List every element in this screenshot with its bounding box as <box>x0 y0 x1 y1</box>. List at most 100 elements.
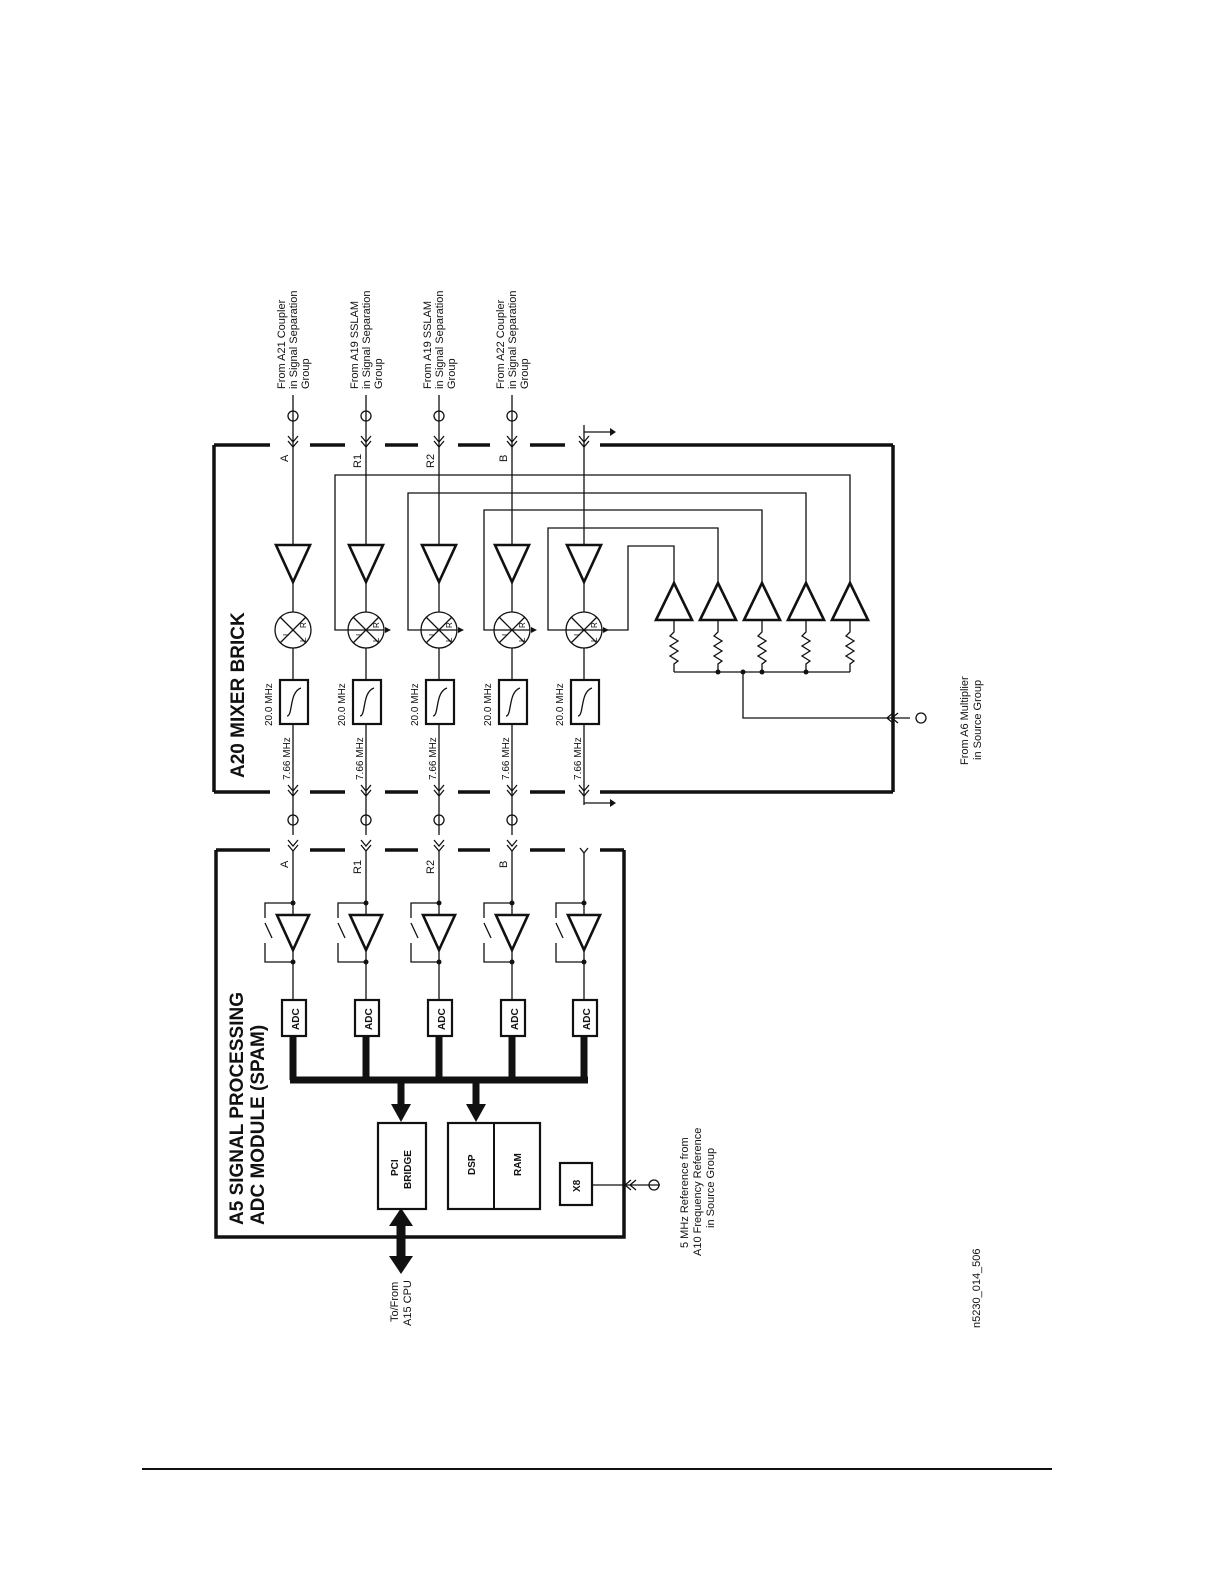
lowpass-filter-b <box>497 678 529 726</box>
source-label-r2: From A19 SSLAM in Signal Separation Grou… <box>422 291 458 389</box>
mixer-title: A20 MIXER BRICK <box>228 612 249 778</box>
svg-text:PCI: PCI <box>390 1159 401 1176</box>
svg-text:in Source Group: in Source Group <box>972 680 984 760</box>
spam-title-line2: ADC MODULE (SPAM) <box>248 1025 269 1225</box>
spam-amplifier-r1 <box>347 913 385 954</box>
amplifier-r1 <box>346 543 386 586</box>
svg-text:A15 CPU: A15 CPU <box>402 1280 414 1326</box>
svg-text:R: R <box>518 622 527 628</box>
svg-text:From A22 Coupler: From A22 Coupler <box>495 299 507 389</box>
lo-amplifier-5 <box>829 580 871 622</box>
channel-r2: R I L 20.0 MHz 7.66 MHz R2 R2 ADC <box>410 395 459 1080</box>
svg-text:in Signal Separation: in Signal Separation <box>507 291 519 389</box>
lowpass-filter-r2 <box>424 678 456 726</box>
channel-5: R I L 20.0 MHz 7.66 MHz ADC <box>555 425 616 1080</box>
svg-text:Group: Group <box>446 358 458 389</box>
figure-id: n5230_014_506 <box>971 1248 983 1328</box>
spam-module: A5 SIGNAL PROCESSING ADC MODULE (SPAM) <box>214 848 626 1239</box>
svg-text:ADC: ADC <box>582 1008 593 1030</box>
spam-port-label-b: B <box>498 861 510 868</box>
svg-text:in Source Group: in Source Group <box>705 1148 717 1228</box>
svg-text:R: R <box>299 622 308 628</box>
amplifier-5 <box>564 543 604 586</box>
svg-text:L: L <box>518 637 527 642</box>
svg-text:Group: Group <box>519 358 531 389</box>
svg-text:From A19 SSLAM: From A19 SSLAM <box>349 301 361 389</box>
svg-text:in Signal Separation: in Signal Separation <box>434 291 446 389</box>
spam-amplifier-b <box>493 913 531 954</box>
svg-text:20.0 MHz: 20.0 MHz <box>264 683 275 726</box>
reference-label: 5 MHz Reference from A10 Frequency Refer… <box>679 1128 717 1256</box>
svg-text:7.66 MHz: 7.66 MHz <box>282 737 293 780</box>
channel-r1: R I L 20.0 MHz 7.66 MHz R1 R1 ADC <box>337 395 386 1080</box>
source-label-r1: From A19 SSLAM in Signal Separation Grou… <box>349 291 385 389</box>
lo-amplifier-1 <box>653 580 695 622</box>
mixer-port-label-b: B <box>498 455 510 462</box>
svg-text:ADC: ADC <box>291 1008 302 1030</box>
pci-bridge-block <box>376 1121 428 1211</box>
lowpass-filter-5 <box>569 678 601 726</box>
svg-text:A10 Frequency Reference: A10 Frequency Reference <box>692 1128 704 1256</box>
lowpass-filter-a <box>278 678 310 726</box>
adc-a <box>280 998 308 1038</box>
ram-label: RAM <box>513 1153 524 1176</box>
adc-r2 <box>426 998 454 1038</box>
spam-port-label-r2: R2 <box>425 860 437 874</box>
svg-text:in Signal Separation: in Signal Separation <box>288 291 300 389</box>
svg-text:L: L <box>372 637 381 642</box>
spam-amplifier-r2 <box>420 913 458 954</box>
digital-section: PCI BRIDGE DSP RAM X8 <box>290 1076 660 1274</box>
lo-amplifier-2 <box>697 580 739 622</box>
svg-text:7.66 MHz: 7.66 MHz <box>428 737 439 780</box>
svg-text:From A6 Multiplier: From A6 Multiplier <box>959 676 971 765</box>
cpu-label: To/From A15 CPU <box>389 1280 414 1326</box>
amplifier-a <box>273 543 313 586</box>
svg-text:7.66 MHz: 7.66 MHz <box>501 737 512 780</box>
svg-text:From A21 Coupler: From A21 Coupler <box>276 299 288 389</box>
mixer-port-label-a: A <box>279 454 291 462</box>
source-label-a: From A21 Coupler in Signal Separation Gr… <box>276 291 312 389</box>
svg-text:R: R <box>445 622 454 628</box>
svg-text:To/From: To/From <box>389 1282 401 1322</box>
dsp-label: DSP <box>467 1154 478 1175</box>
adc-r1 <box>353 998 381 1038</box>
mixer-port-label-r1: R1 <box>352 454 364 468</box>
svg-text:L: L <box>590 637 599 642</box>
svg-text:Group: Group <box>373 358 385 389</box>
svg-text:20.0 MHz: 20.0 MHz <box>410 683 421 726</box>
svg-text:ADC: ADC <box>364 1008 375 1030</box>
svg-text:I: I <box>573 634 582 636</box>
svg-text:20.0 MHz: 20.0 MHz <box>337 683 348 726</box>
svg-text:in Signal Separation: in Signal Separation <box>361 291 373 389</box>
svg-text:BRIDGE: BRIDGE <box>403 1150 414 1189</box>
svg-text:R: R <box>590 622 599 628</box>
svg-text:I: I <box>501 634 510 636</box>
svg-text:7.66 MHz: 7.66 MHz <box>573 737 584 780</box>
svg-text:20.0 MHz: 20.0 MHz <box>483 683 494 726</box>
amplifier-b <box>492 543 532 586</box>
svg-text:ADC: ADC <box>510 1008 521 1030</box>
svg-text:From A19 SSLAM: From A19 SSLAM <box>422 301 434 389</box>
svg-text:L: L <box>299 637 308 642</box>
channel-a: R I L 20.0 MHz 7.66 MHz A A ADC <box>264 395 313 1080</box>
channel-b: R I L 20.0 MHz 7.66 MHz B B ADC <box>483 395 532 1080</box>
svg-text:R: R <box>372 622 381 628</box>
svg-text:I: I <box>282 634 291 636</box>
svg-text:I: I <box>428 634 437 636</box>
lowpass-filter-r1 <box>351 678 383 726</box>
mixer-port-label-r2: R2 <box>425 454 437 468</box>
lo-source-label: From A6 Multiplier in Source Group <box>959 676 984 765</box>
svg-text:X8: X8 <box>572 1179 583 1192</box>
mixer-brick: A20 MIXER BRICK <box>212 443 895 794</box>
lo-distribution <box>334 474 927 724</box>
svg-text:7.66 MHz: 7.66 MHz <box>355 737 366 780</box>
source-label-b: From A22 Coupler in Signal Separation Gr… <box>495 291 531 389</box>
spam-port-label-r1: R1 <box>352 860 364 874</box>
svg-text:L: L <box>445 637 454 642</box>
spam-port-label-a: A <box>279 860 291 868</box>
spam-amplifier-5 <box>565 913 603 954</box>
spam-amplifier-a <box>274 913 312 954</box>
lo-amplifier-4 <box>785 580 827 622</box>
svg-text:5 MHz Reference from: 5 MHz Reference from <box>679 1137 691 1248</box>
